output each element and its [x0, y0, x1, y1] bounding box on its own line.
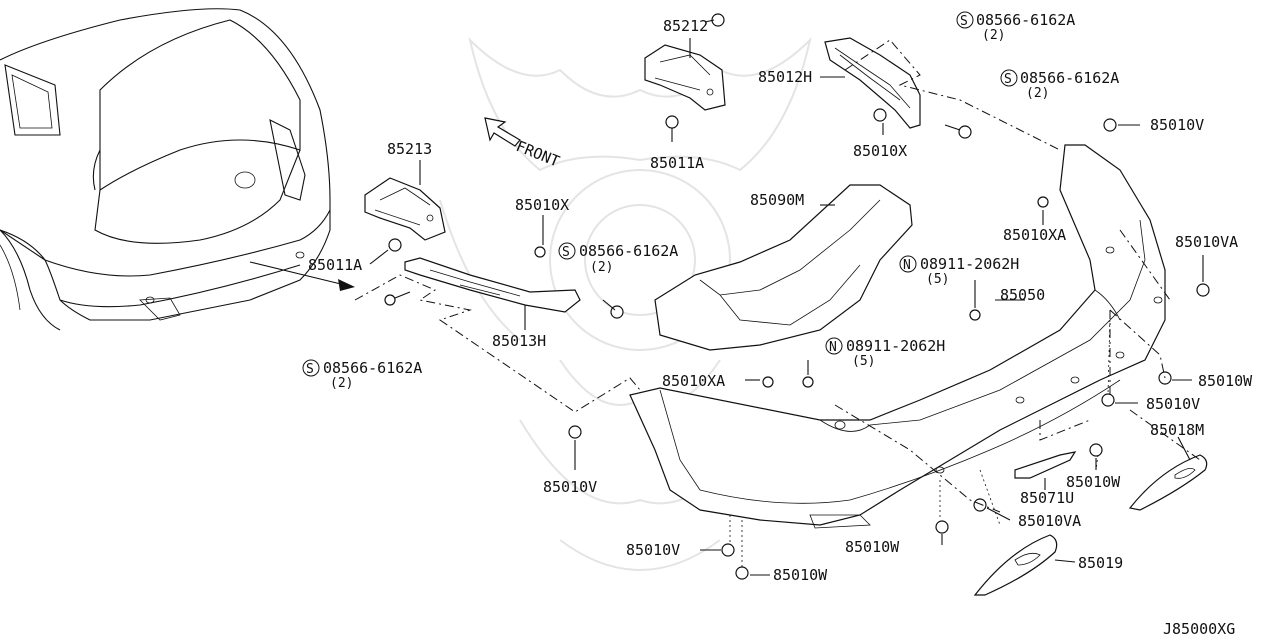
- label-85010w-bb: 85010W: [773, 566, 828, 584]
- label-85013h: 85013H: [492, 332, 546, 350]
- label-85010w-r1: 85010W: [1198, 372, 1253, 390]
- qty-08566-b: (2): [1026, 86, 1049, 101]
- bumper-85050: [629, 144, 1166, 529]
- prefix-s-4: S: [306, 362, 314, 377]
- bracket-85213: [364, 177, 446, 241]
- label-85011a-l: 85011A: [308, 256, 362, 274]
- label-08911-b: 08911-2062H: [846, 337, 945, 355]
- label-85010w-r3: 85010W: [1066, 473, 1121, 491]
- label-85212: 85212: [663, 17, 708, 35]
- label-85213: 85213: [387, 140, 432, 158]
- label-08566-a: 08566-6162A: [976, 11, 1075, 29]
- qty-08911-a: (5): [926, 272, 949, 287]
- label-85010va-r: 85010VA: [1175, 233, 1238, 251]
- prefix-s-2: S: [1004, 72, 1012, 87]
- label-85071u: 85071U: [1020, 489, 1074, 507]
- absorber-85090m: [654, 184, 913, 351]
- qty-08566-c: (2): [590, 260, 613, 275]
- leader-lines: [369, 38, 1204, 576]
- diagram-code: J85000XG: [1163, 620, 1235, 638]
- label-85010v-r2: 85010V: [1146, 395, 1200, 413]
- prefix-s-1: S: [960, 14, 968, 29]
- label-85010xa-r: 85010XA: [1003, 226, 1066, 244]
- label-85010x-mid: 85010X: [515, 196, 569, 214]
- front-indicator: FRONT: [484, 117, 563, 171]
- label-85018m: 85018M: [1150, 421, 1204, 439]
- label-08566-d: 08566-6162A: [323, 359, 422, 377]
- finisher-85019: [973, 534, 1058, 596]
- prefix-n-2: N: [829, 340, 837, 355]
- label-85010v-b: 85010V: [626, 541, 680, 559]
- label-85090m: 85090M: [750, 191, 804, 209]
- label-85019: 85019: [1078, 554, 1123, 572]
- qty-08566-a: (2): [982, 28, 1005, 43]
- label-85010xa-m: 85010XA: [662, 372, 725, 390]
- label-85010w-b: 85010W: [845, 538, 900, 556]
- label-85010va-b: 85010VA: [1018, 512, 1081, 530]
- label-08566-b: 08566-6162A: [1020, 69, 1119, 87]
- label-85011a-top: 85011A: [650, 154, 704, 172]
- label-85010v-tr: 85010V: [1150, 116, 1204, 134]
- label-85010v-l: 85010V: [543, 478, 597, 496]
- label-08911-a: 08911-2062H: [920, 255, 1019, 273]
- assembly-lines: [354, 39, 1201, 568]
- prefix-markers: S S S N N S: [302, 11, 1018, 377]
- label-85010x-top: 85010X: [853, 142, 907, 160]
- prefix-n-1: N: [903, 258, 911, 273]
- qty-08911-b: (5): [852, 354, 875, 369]
- bracket-85212: [644, 44, 726, 111]
- strip-85071u: [1014, 451, 1077, 479]
- finisher-85018m: [1128, 454, 1208, 511]
- label-85050: 85050: [1000, 286, 1045, 304]
- qty-08566-d: (2): [330, 376, 353, 391]
- fasteners: [384, 13, 1210, 580]
- vehicle-rear-body: [0, 8, 331, 331]
- prefix-s-3: S: [562, 245, 570, 260]
- grille-85012h: [824, 37, 921, 129]
- label-85012h: 85012H: [758, 68, 812, 86]
- callout-labels: 85212 08566-6162A (2) 85012H 08566-6162A…: [308, 11, 1253, 638]
- front-label: FRONT: [514, 137, 563, 171]
- label-08566-c: 08566-6162A: [579, 242, 678, 260]
- reinforcement-85013h: [404, 257, 581, 313]
- direction-arrow: [249, 261, 355, 291]
